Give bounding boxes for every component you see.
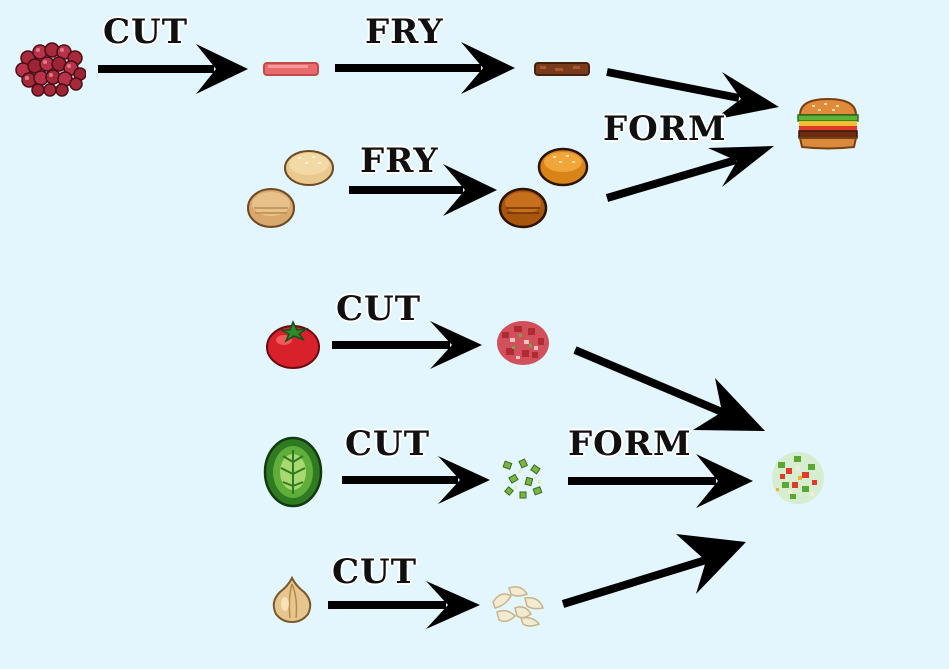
arrow-fry-patty xyxy=(335,42,515,94)
arrow-cut-lettuce xyxy=(342,456,490,504)
tomato-icon xyxy=(266,320,320,369)
salad-icon xyxy=(772,452,824,504)
arrow-onion-to-salad xyxy=(561,534,746,608)
arrow-cut-beef xyxy=(98,44,248,94)
arrow-cut-tomato xyxy=(332,321,482,369)
label-cut-tomato: CUT xyxy=(336,289,422,329)
arrow-patty-to-burger xyxy=(606,68,779,120)
chopped-lettuce-icon xyxy=(502,458,543,499)
arrow-cut-onion xyxy=(328,581,480,629)
toasted-buns-icon xyxy=(498,147,589,229)
arrow-tomato-to-salad xyxy=(573,346,765,431)
label-form-burger: FORM xyxy=(603,109,727,149)
lettuce-icon xyxy=(263,436,323,508)
label-fry-buns: FRY xyxy=(360,141,439,181)
raw-buns-icon xyxy=(247,150,334,228)
label-cut-lettuce: CUT xyxy=(345,424,431,464)
raw-patty-icon xyxy=(263,62,319,76)
arrow-fry-buns xyxy=(349,164,497,216)
raw-beef-icon xyxy=(15,42,86,97)
chopped-tomato-icon xyxy=(497,321,549,365)
arrow-form-salad xyxy=(568,454,753,508)
arrow-buns-to-burger xyxy=(605,146,774,202)
onion-icon xyxy=(272,575,312,624)
label-cut-onion: CUT xyxy=(332,552,418,592)
cooked-patty-icon xyxy=(534,62,590,76)
label-cut-beef: CUT xyxy=(103,12,189,52)
chopped-onion-icon xyxy=(492,586,544,627)
label-form-salad: FORM xyxy=(568,424,692,464)
burger-icon xyxy=(797,97,859,150)
label-fry-patty: FRY xyxy=(365,12,444,52)
